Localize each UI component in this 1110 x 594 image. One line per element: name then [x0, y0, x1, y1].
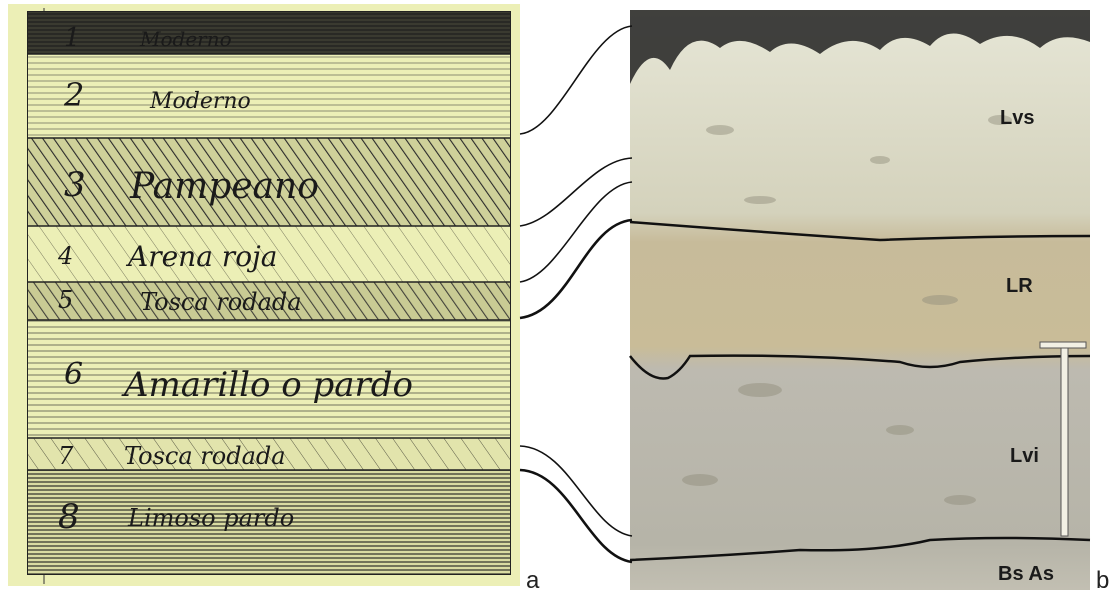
- layer-7-name: Tosca rodada: [124, 442, 286, 470]
- soil-profile: [630, 10, 1090, 590]
- unit-label-bs-as: Bs As: [998, 563, 1054, 585]
- scale-bar: [1061, 346, 1068, 536]
- unit-label-lvi: Lvi: [1010, 445, 1039, 467]
- layer-2-number: 2: [63, 76, 84, 114]
- correlation-line-2: [520, 158, 632, 226]
- layer-6-name: Amarillo o pardo: [121, 365, 413, 405]
- scale-bar-top: [1040, 342, 1086, 348]
- layer-5-number: 5: [58, 286, 73, 314]
- layer-3-number: 3: [64, 165, 86, 205]
- unit-label-lvs: Lvs: [1000, 107, 1034, 129]
- panel-a-letter: a: [526, 567, 540, 594]
- layer-5-name: Tosca rodada: [140, 288, 302, 316]
- layer-4-number: 4: [57, 242, 73, 270]
- panel-b-letter: b: [1096, 567, 1109, 594]
- panel-a-sketch: 1 Moderno 2 Moderno 3 Pampeano 4 Arena r…: [8, 4, 540, 594]
- layer-8-number: 8: [58, 497, 80, 537]
- layer-8-name: Limoso pardo: [127, 504, 294, 532]
- layer-4-name: Arena roja: [125, 240, 277, 273]
- layer-1-number: 1: [64, 23, 81, 53]
- correlation-line-5: [520, 446, 632, 536]
- layer-2-name: Moderno: [149, 89, 251, 114]
- layer-6-number: 6: [64, 357, 83, 392]
- correlation-lines: [520, 26, 632, 562]
- panel-b-photo: Lvs LR Lvi Bs As b: [630, 10, 1109, 594]
- layer-1-name: Moderno: [139, 27, 232, 51]
- correlation-line-3: [520, 182, 632, 282]
- correlation-line-1: [520, 26, 632, 134]
- correlation-line-6: [520, 470, 632, 562]
- correlation-line-4: [520, 220, 632, 318]
- unit-label-lr: LR: [1006, 275, 1033, 297]
- layer-3-name: Pampeano: [129, 166, 319, 207]
- layer-7-number: 7: [58, 442, 74, 470]
